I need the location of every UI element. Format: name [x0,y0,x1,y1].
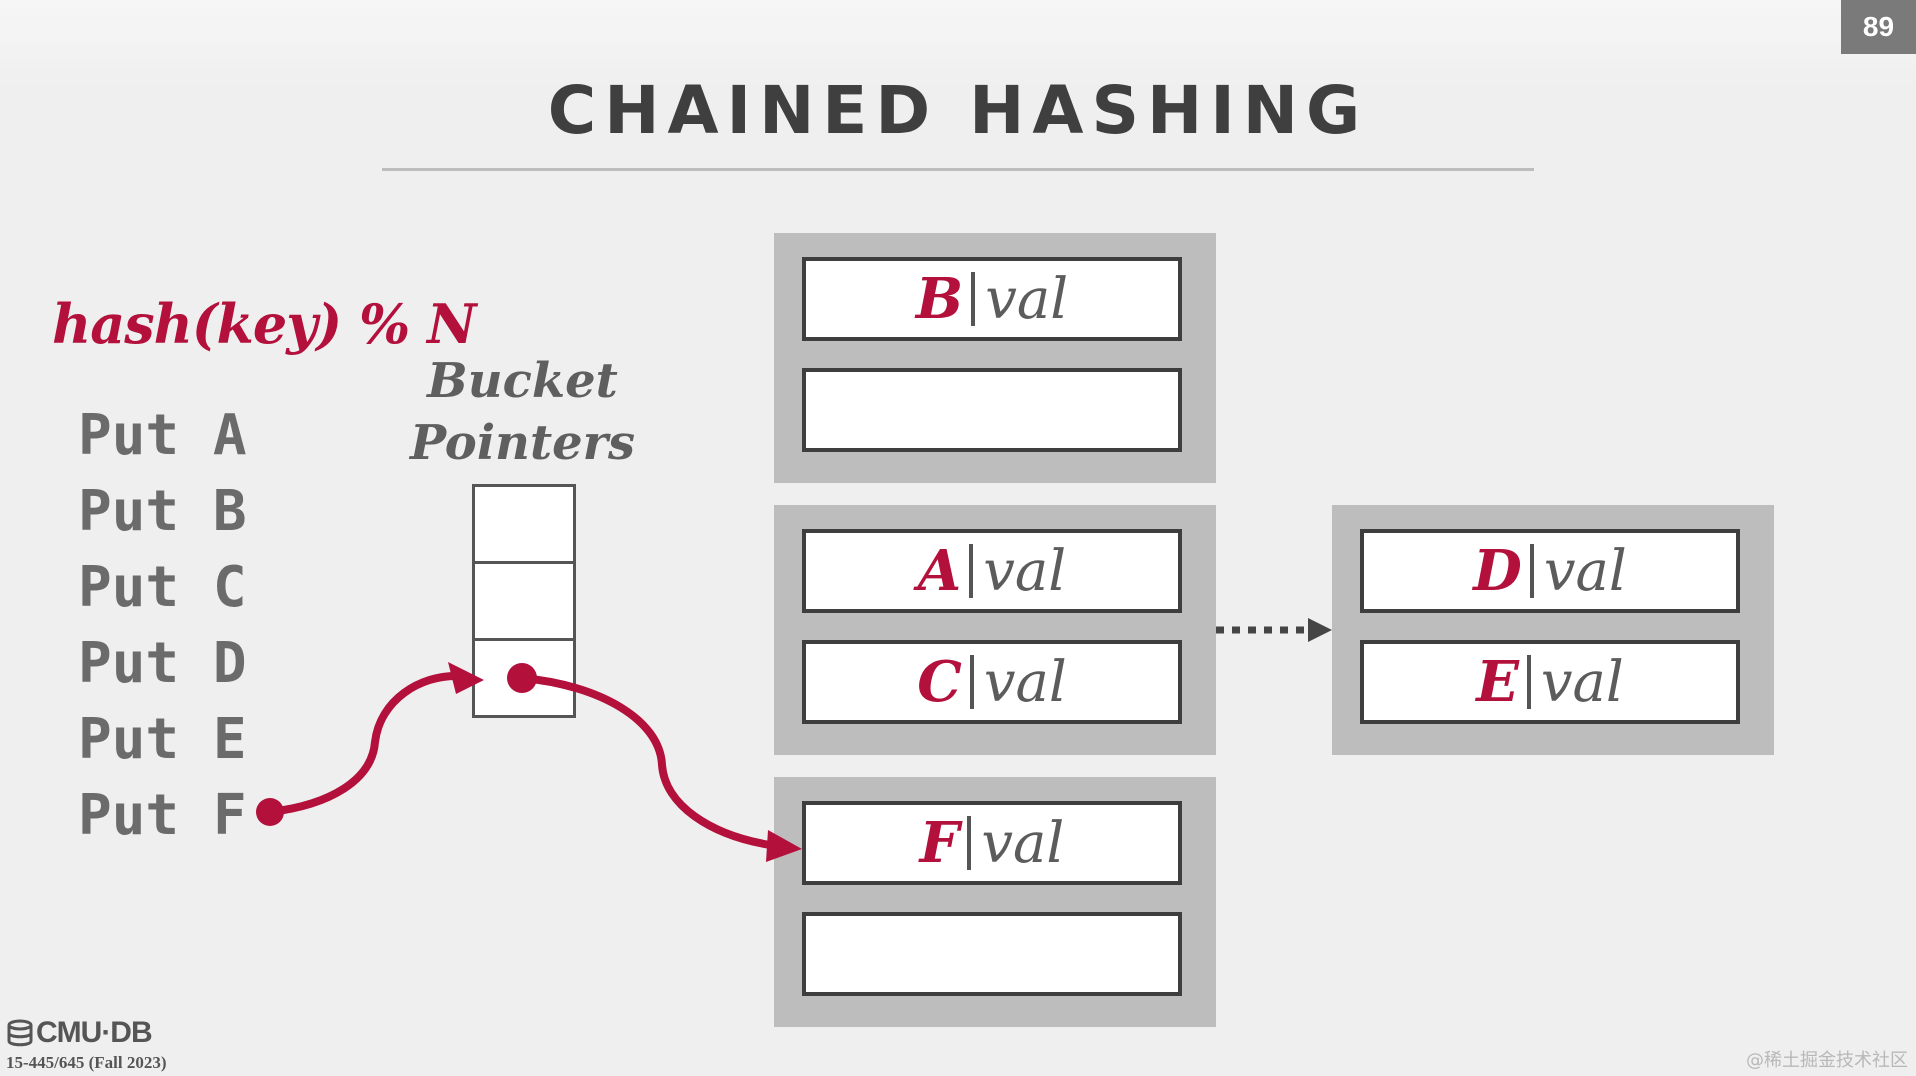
slot-value: val [981,810,1065,876]
slot-value: val [983,649,1067,715]
put-f-arrowhead [448,662,484,694]
title-divider [382,168,1534,171]
slot-key: D [1473,538,1522,604]
slot-value: val [983,538,1067,604]
operation-item: Put D [78,631,247,696]
slot-separator [971,272,976,326]
slot-value: val [1540,649,1624,715]
slot-separator [1526,655,1531,709]
course-label: 15-445/645 (Fall 2023) [6,1053,167,1072]
bucket-pointers-label: Bucket Pointers [400,350,645,474]
bucket-slot-empty [802,368,1182,452]
put-f-arrow [256,662,484,826]
slot-value: val [1543,538,1627,604]
slot-key: E [1476,649,1519,715]
watermark: @稀土掘金技术社区 [1746,1050,1908,1071]
hash-function-label: hash(key) % N [52,292,476,356]
operation-item: Put E [78,707,247,772]
slot-key: F [919,810,960,876]
slot-separator [969,544,974,598]
overflow-chain-arrowhead [1308,618,1332,642]
slot-separator [967,816,972,870]
slot-separator [1529,544,1534,598]
bucket-pointer-cell [475,638,573,715]
operation-item: Put C [78,555,247,620]
bucket-label-line2: Pointers [410,415,635,471]
slot-value: val [985,266,1069,332]
operation-item: Put F [78,783,247,848]
bucket-label-line1: Bucket [427,353,618,409]
overflow-chain-arrow [1216,618,1332,642]
page-number: 89 [1841,0,1916,54]
bucket-pointer-arrowhead [766,830,802,862]
operation-item: Put A [78,403,247,468]
bucket-slot-empty [802,912,1182,996]
slot-key: A [917,538,962,604]
slide-title: CHAINED HASHING [547,72,1369,149]
logo-text: CMU·DB [36,1016,153,1049]
bucket-pointer-arrow-line [518,674,774,849]
bucket-pointer-arrow [507,663,802,862]
bucket-pointer-cell [475,561,573,638]
operation-list: Put A Put B Put C Put D Put E Put F [78,398,247,854]
cmu-db-logo: CMU·DB [6,1016,153,1050]
slot-key: C [917,649,962,715]
operation-item: Put B [78,479,247,544]
slot-separator [969,655,974,709]
put-f-arrow-line [266,671,462,816]
slide-header-band [0,0,1916,90]
database-icon [7,1019,33,1047]
slot-key: B [915,266,964,332]
